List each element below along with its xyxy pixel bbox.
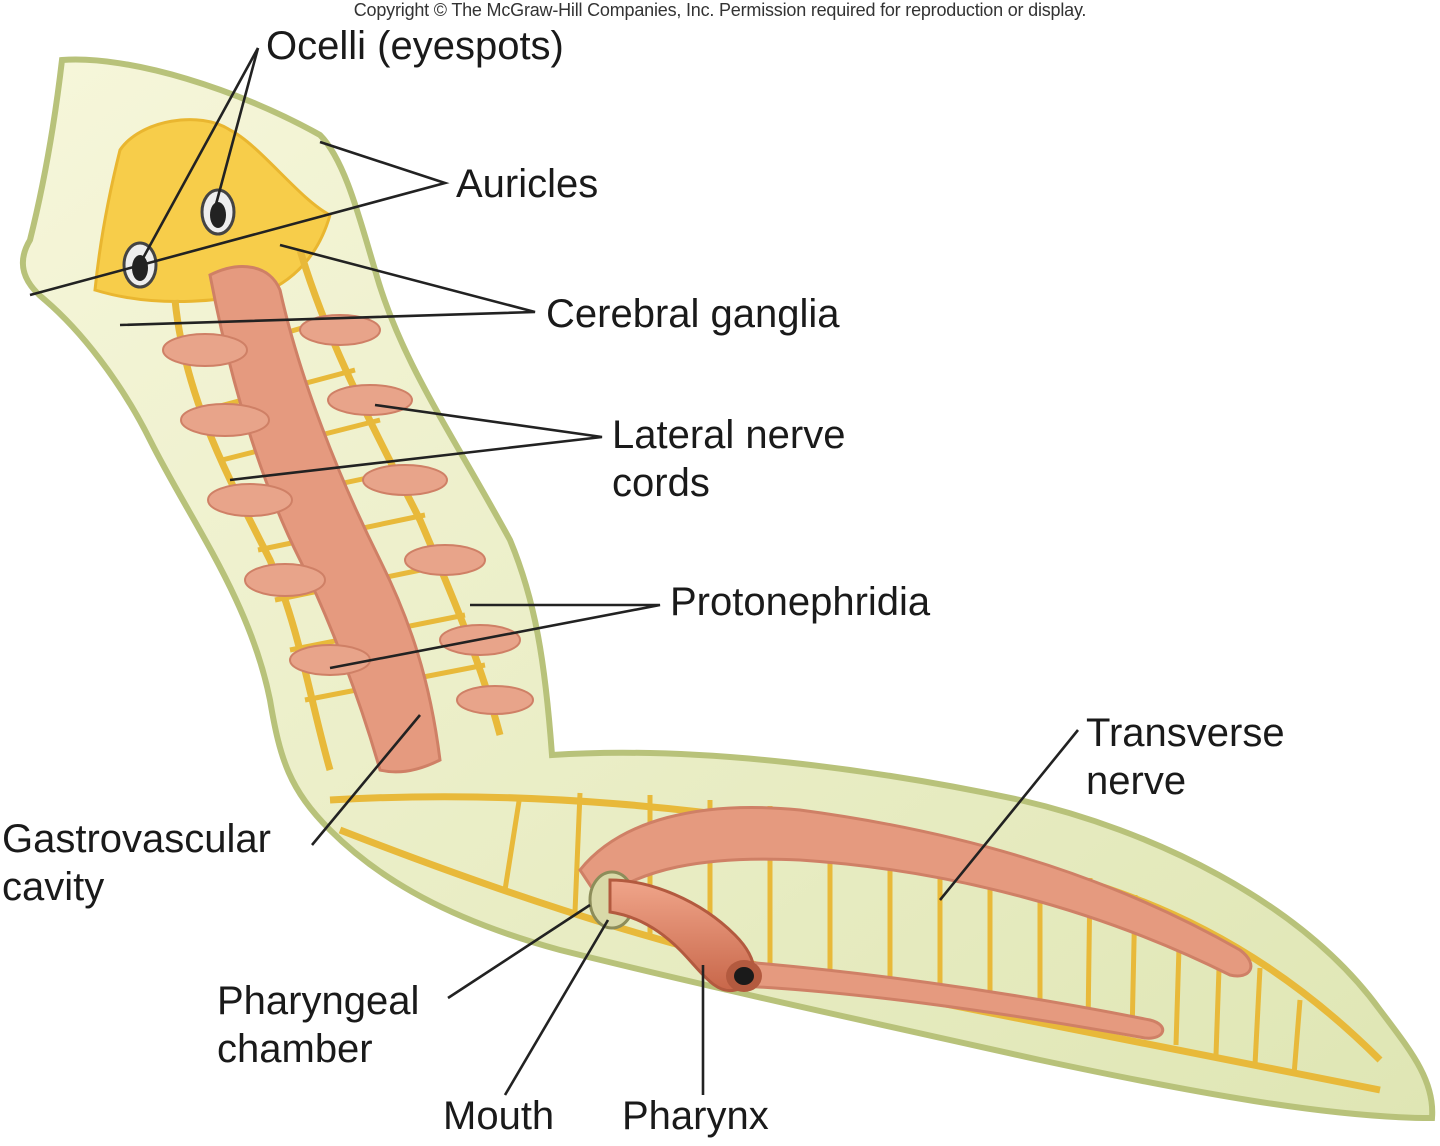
label-pharynx: Pharynx — [622, 1094, 769, 1138]
label-pharyngeal-1: Pharyngeal — [217, 979, 420, 1023]
gut-branches — [162, 314, 534, 715]
gastrovascular-cavity-shape — [208, 265, 1253, 1040]
label-gastrovascular-1: Gastrovascular — [2, 817, 271, 861]
label-mouth: Mouth — [443, 1094, 555, 1138]
label-ocelli: Ocelli (eyespots) — [266, 24, 564, 68]
label-auricles: Auricles — [456, 162, 599, 206]
label-lateral-nerve-cords-2: cords — [612, 461, 710, 505]
label-protonephridia: Protonephridia — [670, 580, 931, 624]
label-lateral-nerve-cords-1: Lateral nerve — [612, 413, 846, 457]
copyright-notice: Copyright © The McGraw-Hill Companies, I… — [353, 0, 1087, 20]
label-gastrovascular-2: cavity — [2, 865, 105, 909]
leader-lines — [29, 47, 1080, 1096]
label-transverse-nerve-1: Transverse — [1086, 711, 1285, 755]
label-pharyngeal-2: chamber — [217, 1027, 373, 1071]
label-transverse-nerve-2: nerve — [1086, 759, 1187, 803]
pharynx-shape — [608, 878, 762, 993]
label-cerebral-ganglia: Cerebral ganglia — [546, 292, 840, 336]
